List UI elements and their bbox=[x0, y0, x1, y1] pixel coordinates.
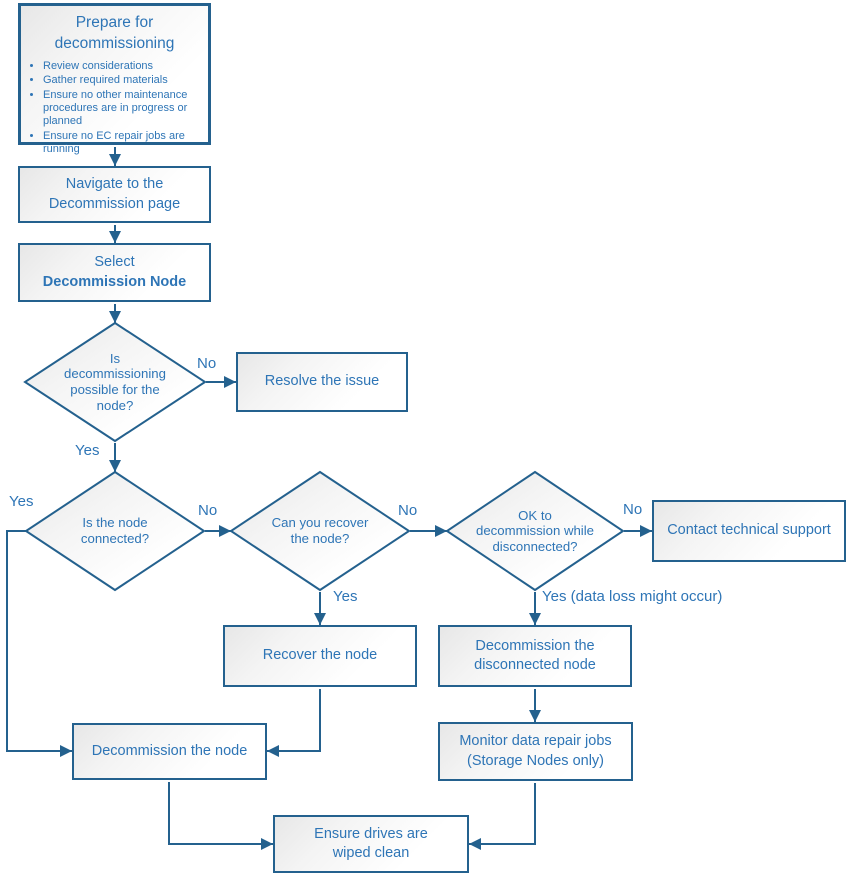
step-decomdisc-label: Decommission the disconnected node bbox=[474, 637, 596, 673]
arrow-connected-yes-decommission bbox=[6, 530, 72, 757]
step-contact-support: Contact technical support bbox=[652, 500, 846, 562]
step-ensure-label: Ensure drives are wiped clean bbox=[314, 825, 428, 861]
edge-label-recover-yes: Yes bbox=[333, 588, 358, 605]
decision-recover-shape bbox=[229, 470, 411, 592]
arrow-monitor-to-ensure bbox=[469, 783, 536, 850]
step-contact-label: Contact technical support bbox=[667, 522, 831, 539]
prepare-bullet: Ensure no EC repair jobs are running bbox=[43, 130, 206, 157]
step-decommission-node: Decommission the node bbox=[72, 723, 267, 780]
prepare-bullet-list: Review considerations Gather required ma… bbox=[21, 60, 208, 158]
step-prepare-title: Prepare for decommissioning bbox=[54, 14, 175, 52]
prepare-bullet: Ensure no other maintenance procedures a… bbox=[43, 89, 206, 129]
arrow-recovernode-to-decommission bbox=[267, 689, 321, 757]
step-decommission-disconnected: Decommission the disconnected node bbox=[438, 625, 632, 687]
step-prepare: Prepare for decommissioning Review consi… bbox=[18, 3, 211, 155]
step-monitor-repair: Monitor data repair jobs (Storage Nodes … bbox=[438, 722, 633, 781]
arrow-decommission-to-ensure bbox=[168, 782, 273, 850]
step-select-line2: Decommission Node bbox=[42, 273, 187, 290]
step-navigate-label: Navigate to the Decommission page bbox=[48, 176, 181, 212]
edge-label-connected-yes: Yes bbox=[9, 493, 34, 510]
edge-label-ok-no: No bbox=[623, 501, 643, 518]
step-ensure-wiped: Ensure drives are wiped clean bbox=[273, 815, 469, 873]
edge-label-recover-no: No bbox=[398, 502, 418, 519]
step-monitor-label: Monitor data repair jobs (Storage Nodes … bbox=[459, 733, 612, 769]
prepare-bullet: Review considerations bbox=[43, 60, 206, 73]
step-select: Select Decommission Node bbox=[18, 243, 211, 302]
step-recover-node: Recover the node bbox=[223, 625, 417, 687]
step-resolve-label: Resolve the issue bbox=[264, 373, 380, 390]
edge-label-connected-no: No bbox=[198, 502, 218, 519]
decision-possible-shape bbox=[23, 321, 207, 443]
step-resolve: Resolve the issue bbox=[236, 352, 408, 412]
decision-ok-shape bbox=[445, 470, 625, 592]
step-navigate: Navigate to the Decommission page bbox=[18, 166, 211, 223]
edge-label-ok-yes: Yes (data loss might occur) bbox=[542, 588, 723, 605]
step-recover-label: Recover the node bbox=[262, 647, 378, 664]
edge-label-possible-yes: Yes bbox=[75, 442, 100, 459]
edge-label-possible-no: No bbox=[197, 355, 217, 372]
step-select-line1: Select bbox=[94, 254, 135, 271]
prepare-bullet: Gather required materials bbox=[43, 74, 206, 87]
decision-connected-shape bbox=[24, 470, 206, 592]
step-decomnode-label: Decommission the node bbox=[91, 742, 248, 759]
